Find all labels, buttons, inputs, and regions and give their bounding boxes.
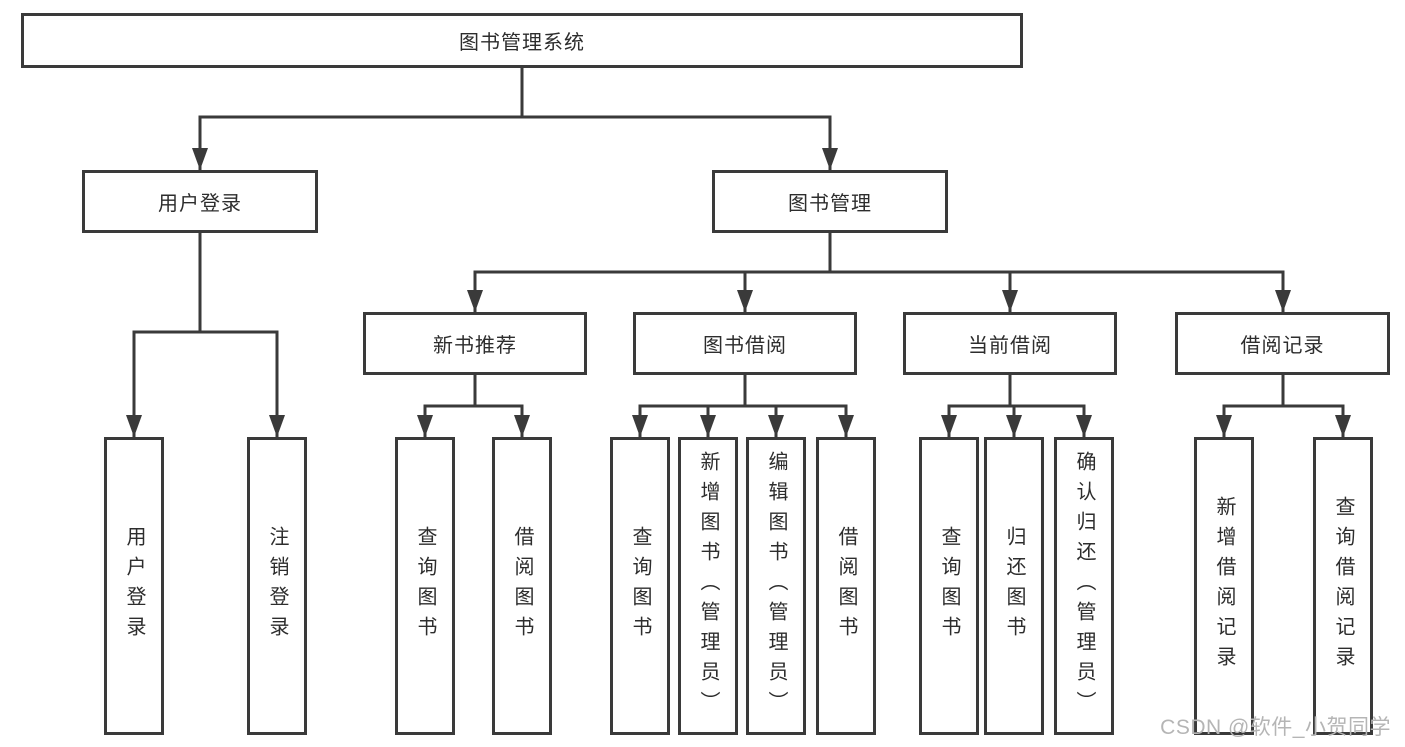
node-user-login: 用户登录 [82, 170, 318, 233]
leaf-query-borrow-record: 查询借阅记录 [1313, 437, 1373, 735]
node-new-book-recommend-label: 新书推荐 [433, 335, 517, 357]
leaf-user-login: 用户登录 [104, 437, 164, 735]
leaf-borrow-books-recommend-label: 借阅图书 [511, 526, 533, 646]
leaf-logout: 注销登录 [247, 437, 307, 735]
node-book-management-label: 图书管理 [788, 193, 872, 215]
leaf-logout-label: 注销登录 [266, 526, 288, 646]
leaf-query-borrow-record-label: 查询借阅记录 [1332, 496, 1354, 676]
node-book-borrowing-label: 图书借阅 [703, 335, 787, 357]
node-borrowing-records-label: 借阅记录 [1240, 335, 1325, 357]
leaf-user-login-label: 用户登录 [123, 526, 145, 646]
leaf-add-borrow-record-label: 新增借阅记录 [1213, 496, 1235, 676]
leaf-query-books-current: 查询图书 [919, 437, 979, 735]
node-current-borrowing: 当前借阅 [903, 312, 1117, 375]
leaf-query-books-recommend: 查询图书 [395, 437, 455, 735]
node-root-system: 图书管理系统 [21, 13, 1023, 68]
leaf-borrow-books-borrow-label: 借阅图书 [835, 526, 857, 646]
leaf-query-books-current-label: 查询图书 [938, 526, 960, 646]
leaf-add-book-admin-label: 新增图书（管理员） [697, 451, 719, 721]
csdn-watermark: CSDN @软件_小贺同学 [1160, 716, 1391, 739]
leaf-return-book-label: 归还图书 [1003, 526, 1025, 646]
leaf-query-books-recommend-label: 查询图书 [414, 526, 436, 646]
node-new-book-recommend: 新书推荐 [363, 312, 587, 375]
node-borrowing-records: 借阅记录 [1175, 312, 1390, 375]
leaf-borrow-books-borrow: 借阅图书 [816, 437, 876, 735]
leaf-borrow-books-recommend: 借阅图书 [492, 437, 552, 735]
leaf-query-books-borrow-label: 查询图书 [629, 526, 651, 646]
leaf-add-borrow-record: 新增借阅记录 [1194, 437, 1254, 735]
leaf-confirm-return-admin: 确认归还（管理员） [1054, 437, 1114, 735]
node-root-label: 图书管理系统 [459, 32, 585, 54]
leaf-edit-book-admin-label: 编辑图书（管理员） [765, 451, 787, 721]
leaf-add-book-admin: 新增图书（管理员） [678, 437, 738, 735]
node-user-login-label: 用户登录 [158, 193, 242, 215]
leaf-query-books-borrow: 查询图书 [610, 437, 670, 735]
node-book-borrowing: 图书借阅 [633, 312, 857, 375]
leaf-edit-book-admin: 编辑图书（管理员） [746, 437, 806, 735]
leaf-return-book: 归还图书 [984, 437, 1044, 735]
leaf-confirm-return-admin-label: 确认归还（管理员） [1073, 451, 1095, 721]
node-book-management: 图书管理 [712, 170, 948, 233]
node-current-borrowing-label: 当前借阅 [968, 335, 1052, 357]
